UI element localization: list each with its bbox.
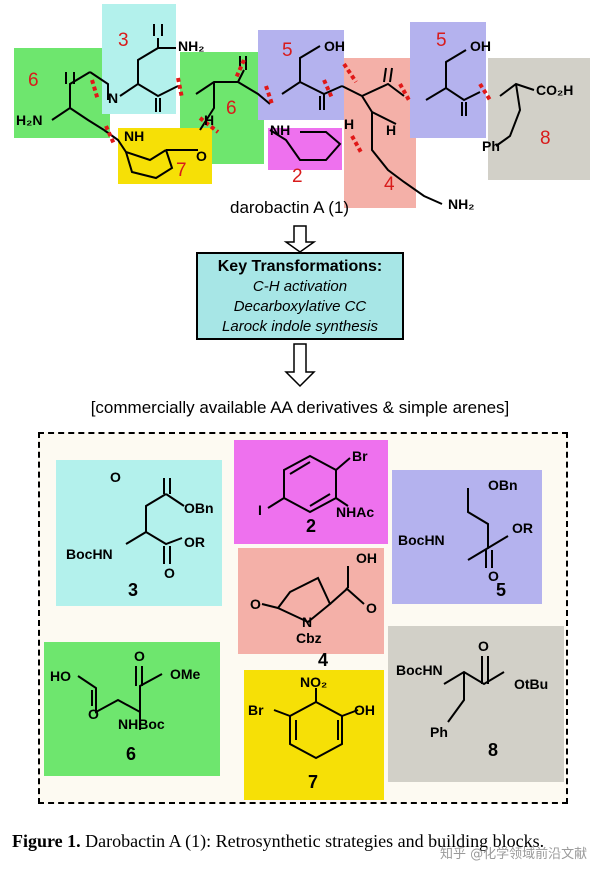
fragment-number-3: 3	[118, 30, 129, 51]
fragment-box-4	[344, 58, 416, 208]
fragment-number-8: 8	[540, 128, 551, 149]
fragment-number-5-left: 5	[282, 40, 293, 61]
block-3-o-top: O	[110, 469, 121, 485]
block-6	[44, 642, 220, 776]
block-3-obn: OBn	[184, 500, 214, 516]
fragment-number-2: 2	[292, 166, 303, 187]
atom-nh2-left: H₂N	[16, 112, 43, 128]
atom-nh-indole1: NH	[124, 128, 145, 144]
atom-h-3: H	[386, 122, 397, 138]
fragment-box-7	[118, 128, 212, 184]
block-3-or: OR	[184, 534, 205, 550]
fragment-number-6-left: 6	[28, 70, 39, 91]
block-8-number: 8	[488, 740, 499, 760]
atom-o-ether: O	[196, 148, 207, 164]
block-4-o-left: O	[250, 596, 261, 612]
hollow-arrow-bottom	[284, 343, 316, 388]
block-4-cbz: Cbz	[296, 630, 322, 646]
block-8-structure	[443, 656, 505, 723]
darobactin-structure	[14, 4, 590, 208]
available-text: [commercially available AA derivatives &…	[90, 398, 510, 417]
block-5-bochn: BocHN	[398, 532, 445, 548]
block-5-o: O	[488, 568, 499, 584]
key-transformations-title: Key Transformations:	[217, 258, 383, 275]
block-5-structure	[467, 488, 509, 568]
caption-text: Darobactin A (1): Retrosynthetic strateg…	[80, 831, 545, 851]
disconnection-marks	[90, 59, 492, 155]
block-4-oh: OH	[356, 550, 377, 566]
block-7	[244, 670, 384, 800]
atom-oh-ser1: OH	[324, 38, 345, 54]
block-4-number: 4	[318, 650, 329, 670]
block-3-bochn: BocHN	[66, 546, 113, 562]
block-6-o-right: O	[134, 648, 145, 664]
fragment-box-8	[488, 58, 590, 180]
block-7-br: Br	[248, 702, 264, 718]
block-6-number: 6	[126, 744, 137, 764]
atom-nh2-asn: NH₂	[178, 38, 205, 54]
block-6-ome: OMe	[170, 666, 201, 682]
fragment-box-5-right	[410, 22, 486, 138]
block-6-o-left: O	[88, 706, 99, 722]
structure-bonds	[51, 24, 535, 205]
watermark: 知乎 @化学领域前沿文献	[440, 847, 588, 862]
key-transformations-box: Key Transformations: C-H activation Deca…	[196, 252, 404, 340]
atom-h-1: H	[204, 112, 215, 128]
compound-title: darobactin A (1)	[230, 198, 350, 217]
fragment-number-4: 4	[384, 174, 395, 195]
fragment-number-7: 7	[176, 160, 187, 181]
atom-ph: Ph	[482, 138, 500, 154]
block-4-structure	[261, 566, 365, 624]
fragment-number-5-right: 5	[436, 30, 447, 51]
block-2-structure	[267, 454, 351, 514]
block-6-structure	[77, 666, 163, 730]
block-3	[56, 460, 222, 606]
block-7-oh: OH	[354, 702, 375, 718]
block-8-ph: Ph	[430, 724, 448, 740]
key-transformation-3: Larock indole synthesis	[222, 318, 378, 335]
block-2-number: 2	[306, 516, 317, 536]
block-2-br: Br	[352, 448, 368, 464]
block-2-i: I	[258, 502, 262, 518]
block-6-nhboc: NHBoc	[118, 716, 165, 732]
block-7-no2: NO₂	[300, 674, 328, 690]
atom-oh-ser2: OH	[470, 38, 491, 54]
block-6-ho: HO	[50, 668, 71, 684]
key-transformation-1: C-H activation	[252, 278, 348, 295]
block-2-nhac: NHAc	[336, 504, 375, 520]
block-8-otbu: OtBu	[514, 676, 549, 692]
atom-nh-1: N	[108, 90, 119, 106]
atom-nh2-lys: NH₂	[448, 196, 475, 212]
atom-h-2: H	[344, 116, 355, 132]
block-4-o-right: O	[366, 600, 377, 616]
fragment-number-6-mid: 6	[226, 98, 237, 119]
key-transformation-2: Decarboxylative CC	[233, 298, 367, 315]
block-5-or: OR	[512, 520, 533, 536]
atom-nh-indole2: NH	[270, 122, 291, 138]
block-8-o: O	[478, 638, 489, 654]
caption-label: Figure 1.	[12, 831, 81, 851]
block-5-number: 5	[496, 580, 507, 600]
block-3-number: 3	[128, 580, 139, 600]
block-7-number: 7	[308, 772, 319, 792]
block-3-structure	[125, 478, 185, 564]
atom-co2h: CO₂H	[536, 82, 574, 98]
block-7-structure	[273, 688, 359, 760]
block-5-obn: OBn	[488, 477, 518, 493]
hollow-arrow-top	[283, 225, 317, 253]
block-8-bochn: BocHN	[396, 662, 443, 678]
block-4-n: N	[302, 614, 313, 630]
block-3-o-bottom: O	[164, 565, 175, 581]
block-8	[388, 626, 564, 782]
figure-caption: Figure 1. Darobactin A (1): Retrosynthet…	[12, 829, 592, 853]
